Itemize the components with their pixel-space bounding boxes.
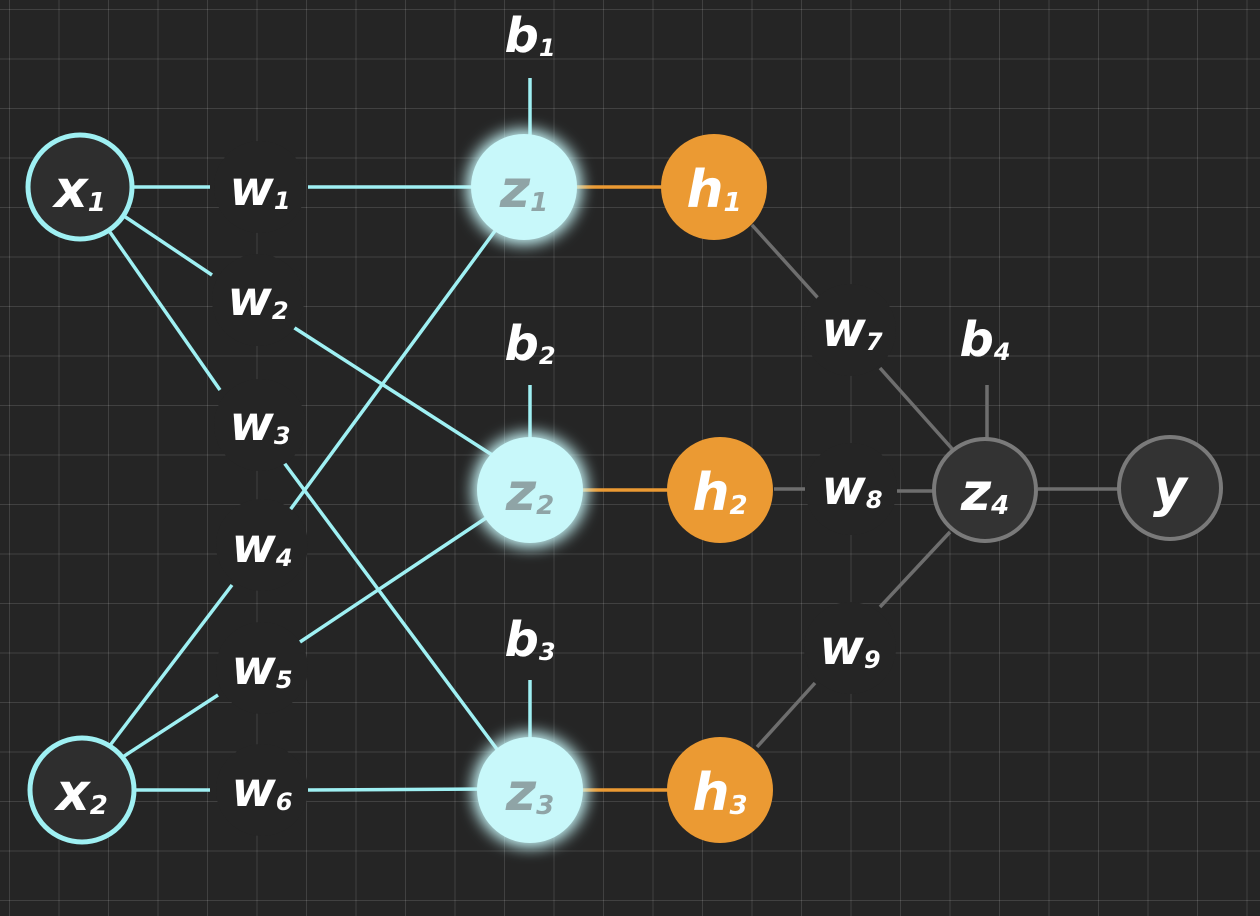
- node-h2: [667, 437, 773, 543]
- halo-w6: [216, 744, 308, 836]
- halo-w1: [214, 141, 306, 233]
- node-z2: [477, 437, 583, 543]
- label-w7: w7: [821, 302, 882, 358]
- edge-w7-z4: [878, 366, 957, 454]
- edge-w4-z1: [288, 218, 505, 512]
- halo-w8: [805, 443, 897, 535]
- node-z3: [477, 737, 583, 843]
- label-w2: w2: [227, 271, 288, 327]
- edge-x1-w3: [103, 223, 222, 392]
- label-w4: w4: [231, 518, 292, 574]
- label-b4: b4: [959, 312, 1010, 368]
- edge-w6-z3: [307, 787, 491, 792]
- label-z4: z4: [960, 463, 1009, 523]
- weight-halos: [212, 141, 897, 836]
- label-x2: x2: [53, 763, 108, 823]
- label-z2: z2: [505, 463, 554, 523]
- label-b3: b3: [504, 612, 555, 668]
- label-w1: w1: [229, 161, 290, 217]
- edge-x2-w5: [114, 693, 219, 764]
- label-w3: w3: [229, 396, 290, 452]
- label-z3: z3: [505, 763, 554, 823]
- node-h3: [667, 737, 773, 843]
- label-h3: h3: [692, 763, 747, 823]
- label-h2: h2: [692, 463, 747, 523]
- edge-h3-w9: [755, 681, 817, 749]
- halo-w4: [216, 499, 308, 591]
- edge-x1-w2: [114, 208, 213, 277]
- halo-w2: [212, 254, 304, 346]
- node-x1: [25, 132, 135, 242]
- edge-w9-z4: [878, 530, 952, 609]
- edge-h1-w7: [750, 223, 820, 300]
- halo-w9: [804, 602, 896, 694]
- halo-w5: [216, 622, 308, 714]
- node-h1: [661, 134, 767, 240]
- halo-w7: [804, 284, 896, 376]
- label-b2: b2: [504, 316, 555, 372]
- edge-w5-z2: [299, 510, 496, 644]
- label-w8: w8: [821, 460, 882, 516]
- edge-w2-z2: [289, 323, 501, 462]
- label-h1: h1: [686, 160, 741, 220]
- label-z1: z1: [499, 160, 548, 220]
- label-w6: w6: [231, 762, 292, 818]
- label-w5: w5: [231, 640, 292, 696]
- edges: [103, 78, 1120, 792]
- edge-x2-w4: [106, 583, 234, 750]
- node-z4: [932, 437, 1038, 543]
- halo-w3: [214, 379, 306, 471]
- label-y: y: [1153, 459, 1189, 519]
- node-y: [1117, 435, 1223, 541]
- node-x2: [27, 735, 137, 845]
- label-w9: w9: [819, 620, 880, 676]
- node-z1: [471, 134, 577, 240]
- label-x1: x1: [51, 160, 106, 220]
- label-b1: b1: [504, 8, 555, 64]
- edge-w3-z3: [280, 458, 507, 762]
